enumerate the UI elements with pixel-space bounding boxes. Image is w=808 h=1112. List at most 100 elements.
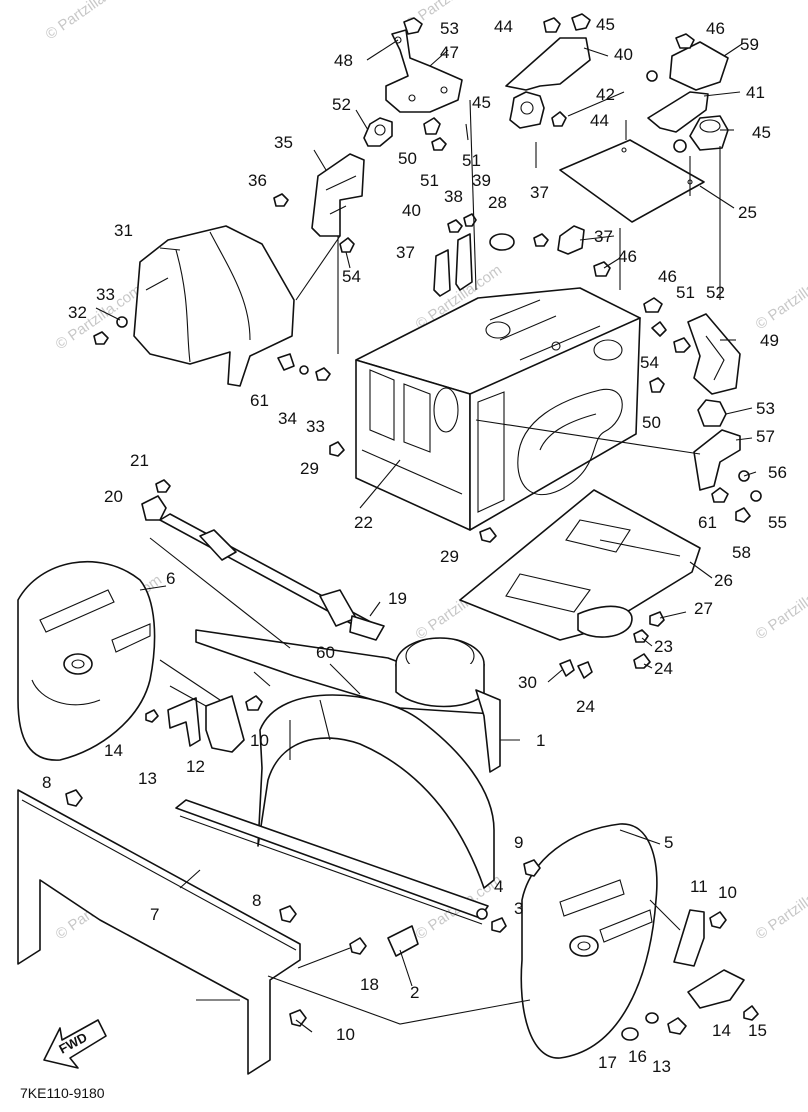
callout-51: 51 xyxy=(420,171,439,190)
bracket-57 xyxy=(693,429,741,491)
plate-7 xyxy=(17,789,301,1075)
callout-10: 10 xyxy=(250,731,269,750)
bottom-hardware xyxy=(289,1009,687,1041)
callout-24: 24 xyxy=(576,697,595,716)
watermark: © Partzilla.com xyxy=(753,871,808,943)
callout-61: 61 xyxy=(250,391,269,410)
callout-29: 29 xyxy=(440,547,459,566)
callout-5: 5 xyxy=(664,833,673,852)
callout-47: 47 xyxy=(440,43,459,62)
callout-numbers: 53 48 47 44 45 40 46 59 41 42 45 44 45 5… xyxy=(42,15,787,1076)
callout-18: 18 xyxy=(360,975,379,994)
callout-23: 23 xyxy=(654,637,673,656)
callout-8: 8 xyxy=(252,891,261,910)
callout-16: 16 xyxy=(628,1047,647,1066)
housing-22 xyxy=(355,287,641,531)
callout-28: 28 xyxy=(488,193,507,212)
callout-1: 1 xyxy=(536,731,545,750)
callout-35: 36 xyxy=(248,171,267,190)
callout-46: 46 xyxy=(658,267,677,286)
callout-13: 13 xyxy=(138,769,157,788)
callout-45: 45 xyxy=(752,123,771,142)
callout-52: 52 xyxy=(706,283,725,302)
callout-54: 54 xyxy=(640,353,659,372)
plate-5 xyxy=(520,823,658,1059)
callout-51: 51 xyxy=(676,283,695,302)
shaft-19 xyxy=(141,479,385,641)
callout-43: 42 xyxy=(596,85,615,104)
callout-27: 27 xyxy=(694,599,713,618)
callout-17: 17 xyxy=(598,1053,617,1072)
callout-13: 14 xyxy=(712,1021,731,1040)
callout-14: 15 xyxy=(748,1021,767,1040)
callout-40: 39 xyxy=(472,171,491,190)
leader-lines xyxy=(95,39,757,1033)
callout-41: 40 xyxy=(614,45,633,64)
callout-10: 10 xyxy=(336,1025,355,1044)
callout-48: 48 xyxy=(334,51,353,70)
auger-housing-60 xyxy=(195,629,501,889)
cover-31 xyxy=(93,225,331,387)
callout-31: 31 xyxy=(114,221,133,240)
bar-2 xyxy=(175,799,507,957)
callout-25: 25 xyxy=(738,203,757,222)
callout-54: 54 xyxy=(342,267,361,286)
callout-14: 14 xyxy=(104,741,123,760)
callout-40: 40 xyxy=(402,201,421,220)
callout-56: 56 xyxy=(768,463,787,482)
callout-44: 44 xyxy=(590,111,609,130)
drawing-code: 7KE110-9180 xyxy=(20,1085,105,1101)
callout-29: 29 xyxy=(300,459,319,478)
callout-46: 46 xyxy=(706,19,725,38)
fwd-arrow: FWD xyxy=(43,1019,107,1069)
callout-60: 60 xyxy=(316,643,335,662)
callout-55: 55 xyxy=(768,513,787,532)
callout-7: 7 xyxy=(150,905,159,924)
callout-44: 44 xyxy=(494,17,513,36)
bracket-41 xyxy=(505,37,591,91)
callout-58: 58 xyxy=(732,543,751,562)
callout-50: 50 xyxy=(398,149,417,168)
callout-15: 13 xyxy=(652,1057,671,1076)
watermark: © Partzilla.com xyxy=(753,261,808,333)
callout-22: 22 xyxy=(354,513,373,532)
callout-8: 8 xyxy=(42,773,51,792)
callout-20: 20 xyxy=(104,487,123,506)
callout-39: 38 xyxy=(444,187,463,206)
mount-53 xyxy=(697,399,727,427)
callout-24: 24 xyxy=(654,659,673,678)
callout-46: 46 xyxy=(618,247,637,266)
callout-32: 32 xyxy=(68,303,87,322)
right-brackets xyxy=(643,297,762,523)
brackets-11-13-right xyxy=(673,909,759,1021)
callout-3: 3 xyxy=(514,899,523,918)
callout-21: 21 xyxy=(130,451,149,470)
bracket-42 xyxy=(647,91,709,133)
callout-2: 2 xyxy=(410,983,419,1002)
callout-4: 4 xyxy=(494,877,503,896)
callout-19: 19 xyxy=(388,589,407,608)
callout-37: 37 xyxy=(530,183,549,202)
connector-lines xyxy=(149,99,721,1025)
callout-54: 53 xyxy=(440,19,459,38)
callout-53: 53 xyxy=(756,399,775,418)
callout-36: 37 xyxy=(594,227,613,246)
mount-45 xyxy=(689,115,729,151)
callout-42: 41 xyxy=(746,83,765,102)
callout-57: 57 xyxy=(756,427,775,446)
callout-34: 35 xyxy=(274,133,293,152)
top-brackets xyxy=(363,13,729,223)
callout-33: 33 xyxy=(96,285,115,304)
callout-32: 33 xyxy=(306,417,325,436)
callout-6: 6 xyxy=(166,569,175,588)
callout-26: 26 xyxy=(714,571,733,590)
plate-6 xyxy=(17,560,156,761)
callout-30: 30 xyxy=(518,673,537,692)
plate-59 xyxy=(669,41,729,91)
bolts-29 xyxy=(329,441,497,543)
callout-38: 37 xyxy=(396,243,415,262)
callout-45: 45 xyxy=(472,93,491,112)
mount-53 xyxy=(363,117,393,147)
plate-25 xyxy=(559,139,705,223)
